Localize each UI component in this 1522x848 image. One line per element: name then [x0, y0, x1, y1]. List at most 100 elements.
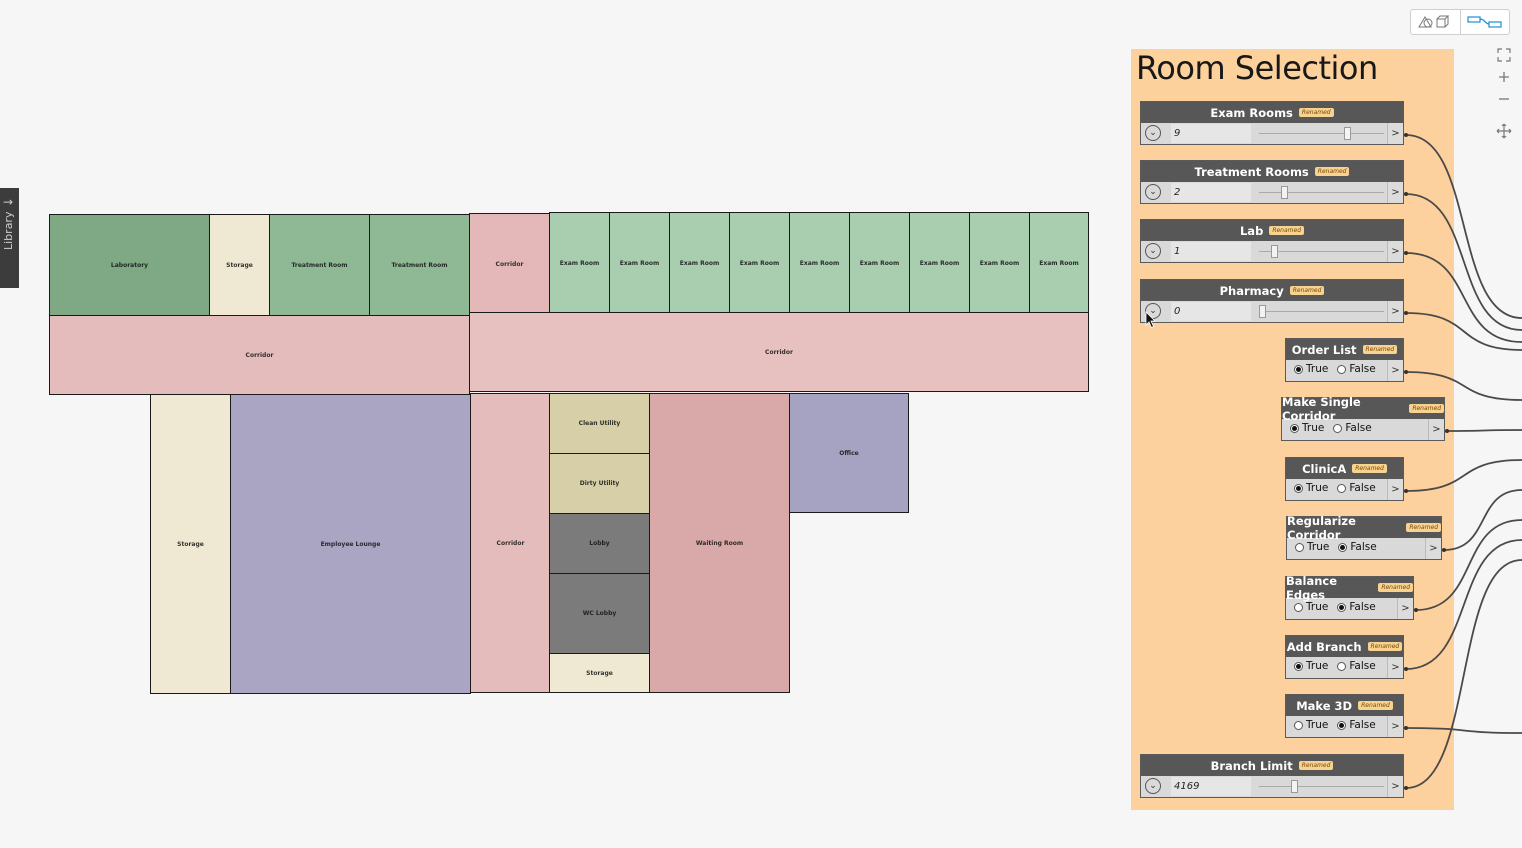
radio-circle[interactable] — [1338, 542, 1348, 552]
output-port[interactable]: > — [1387, 716, 1403, 737]
output-port[interactable]: > — [1425, 538, 1441, 559]
group-title[interactable]: Room Selection — [1136, 49, 1378, 87]
output-port[interactable]: > — [1387, 657, 1403, 678]
slider-thumb[interactable] — [1291, 780, 1298, 793]
radio-circle[interactable] — [1333, 423, 1343, 433]
chevron-down-icon[interactable]: ⌄ — [1145, 125, 1161, 141]
zoom-in-button[interactable] — [1492, 66, 1516, 88]
true-radio[interactable]: True — [1290, 422, 1324, 434]
output-port[interactable]: > — [1387, 123, 1403, 144]
arrow-right-icon: → — [3, 195, 14, 209]
slider-thumb[interactable] — [1281, 186, 1288, 199]
slider-track[interactable] — [1259, 311, 1384, 312]
output-port[interactable]: > — [1387, 479, 1403, 500]
fit-view-button[interactable] — [1492, 44, 1516, 66]
slider-track[interactable] — [1259, 133, 1384, 134]
slider-value-input[interactable]: 2 — [1171, 183, 1251, 202]
true-label: True — [1306, 363, 1329, 375]
radio-circle[interactable] — [1337, 602, 1347, 612]
false-radio[interactable]: False — [1338, 541, 1377, 553]
radio-circle[interactable] — [1294, 720, 1303, 730]
radio-circle[interactable] — [1294, 661, 1303, 671]
graph-view-button[interactable] — [1459, 10, 1510, 34]
radio-circle[interactable] — [1294, 602, 1303, 612]
output-port[interactable]: > — [1428, 419, 1444, 440]
false-radio[interactable]: False — [1337, 719, 1376, 731]
true-radio[interactable]: True — [1294, 601, 1328, 613]
false-radio[interactable]: False — [1337, 363, 1376, 375]
true-radio[interactable]: True — [1294, 482, 1328, 494]
radio-circle[interactable] — [1337, 661, 1347, 671]
radio-circle[interactable] — [1290, 423, 1299, 433]
output-port[interactable]: > — [1387, 241, 1403, 262]
mouse-cursor-icon — [1145, 311, 1156, 329]
slider-track[interactable] — [1259, 251, 1384, 252]
radio-circle[interactable] — [1337, 364, 1347, 374]
slider-thumb[interactable] — [1344, 127, 1351, 140]
true-radio[interactable]: True — [1294, 363, 1328, 375]
wire[interactable] — [1446, 429, 1522, 432]
false-radio[interactable]: False — [1337, 601, 1376, 613]
output-port[interactable]: > — [1387, 776, 1403, 797]
true-radio[interactable]: True — [1295, 541, 1329, 553]
output-port[interactable]: > — [1387, 360, 1403, 381]
pan-button[interactable] — [1492, 120, 1516, 142]
false-radio[interactable]: False — [1333, 422, 1372, 434]
chevron-down-icon[interactable]: ⌄ — [1145, 243, 1161, 259]
slider-value-input[interactable]: 9 — [1171, 124, 1251, 143]
room: WC Lobby — [549, 573, 650, 654]
node-title: Pharmacy — [1219, 283, 1284, 298]
chevron-down-icon[interactable]: ⌄ — [1145, 778, 1161, 794]
slider-track[interactable] — [1259, 192, 1384, 193]
library-tab[interactable]: → Library — [0, 188, 19, 288]
slider-thumb[interactable] — [1271, 245, 1278, 258]
renamed-badge: Renamed — [1406, 523, 1441, 532]
slider-track[interactable] — [1259, 786, 1384, 787]
false-radio[interactable]: False — [1337, 482, 1376, 494]
radio-circle[interactable] — [1337, 720, 1347, 730]
slider-value-input[interactable]: 1 — [1171, 242, 1251, 261]
slider-value-input[interactable]: 0 — [1171, 302, 1251, 321]
true-radio[interactable]: True — [1294, 660, 1328, 672]
output-port[interactable]: > — [1397, 598, 1413, 619]
radio-circle[interactable] — [1294, 364, 1303, 374]
false-radio[interactable]: False — [1337, 660, 1376, 672]
radio-circle[interactable] — [1337, 483, 1347, 493]
wire[interactable] — [1443, 489, 1522, 551]
slider-value-input[interactable]: 4169 — [1171, 777, 1251, 796]
output-port[interactable]: > — [1387, 301, 1403, 322]
true-label: True — [1306, 601, 1329, 613]
radio-circle[interactable] — [1294, 483, 1303, 493]
radio-circle[interactable] — [1295, 542, 1304, 552]
chevron-down-icon[interactable]: ⌄ — [1145, 184, 1161, 200]
geometry-view-button[interactable] — [1411, 10, 1460, 34]
slider-thumb[interactable] — [1259, 305, 1266, 318]
true-radio[interactable]: True — [1294, 719, 1328, 731]
output-port[interactable]: > — [1387, 182, 1403, 203]
zoom-out-button[interactable] — [1492, 88, 1516, 110]
